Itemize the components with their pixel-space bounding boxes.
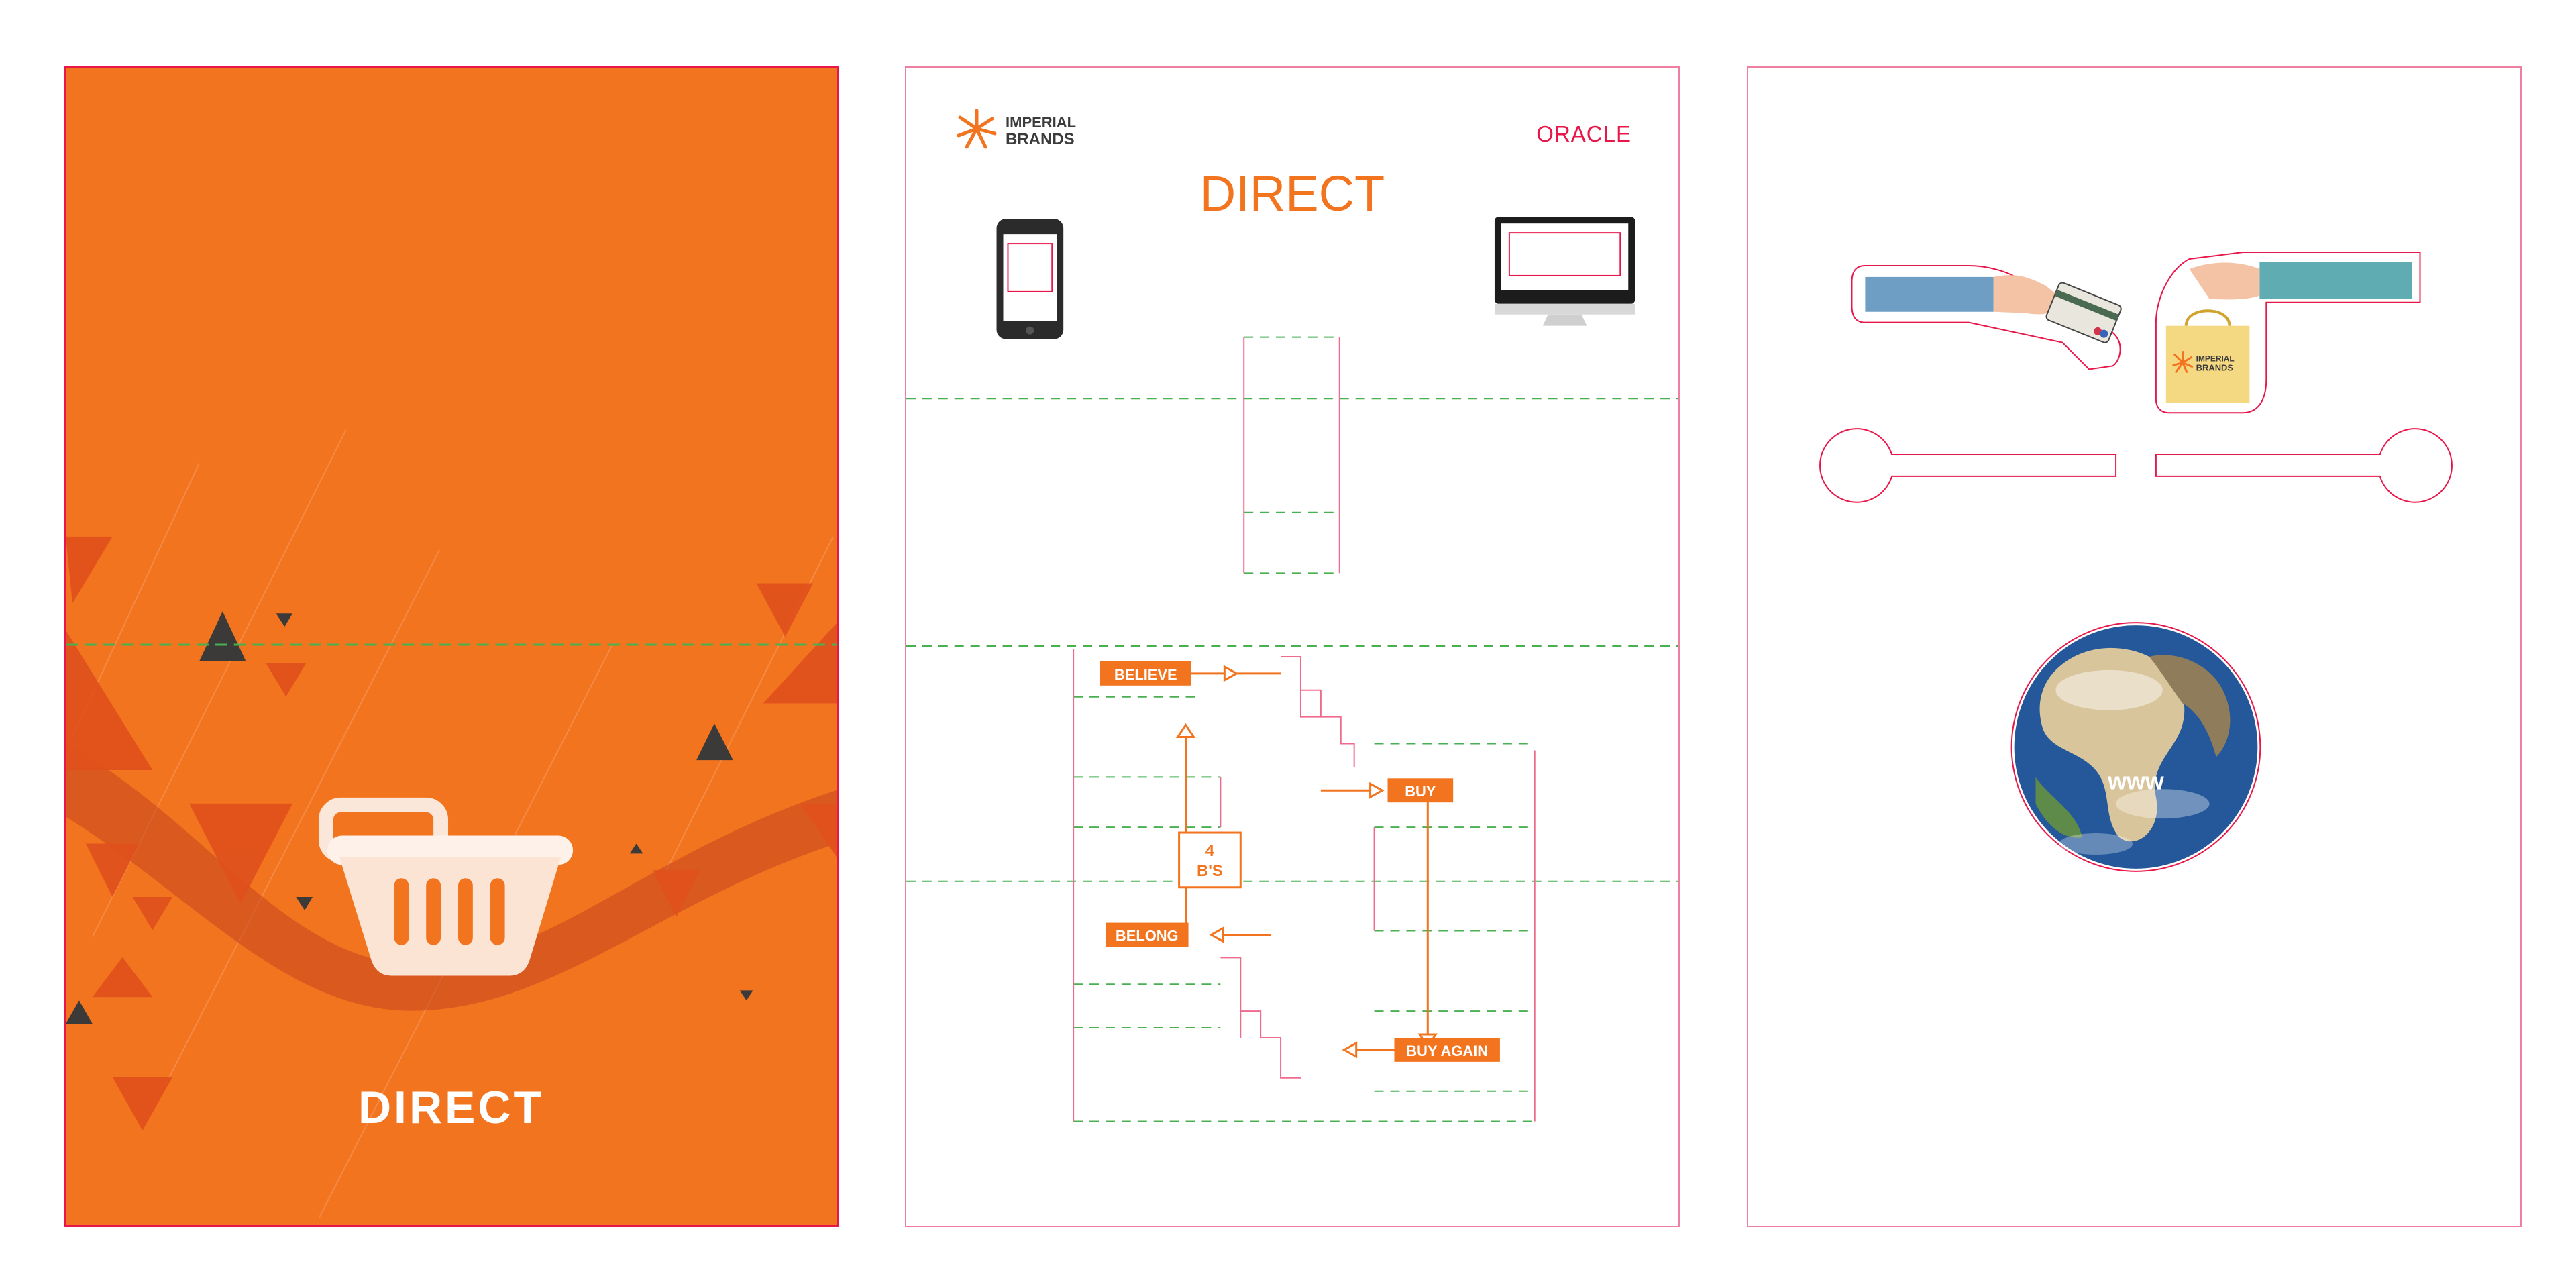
center-badge (1178, 831, 1242, 889)
globe-label: www (2107, 767, 2164, 794)
step-belong (1105, 922, 1189, 947)
hand-card-icon (1851, 264, 2122, 370)
bag-brand-line2: BRANDS (2196, 362, 2234, 372)
cover-title: DIRECT (358, 1082, 545, 1133)
oracle-logo: ORACLE (1536, 121, 1631, 146)
cover-panel: DIRECT (64, 66, 839, 1227)
shopping-basket-icon (319, 797, 574, 976)
bag-brand-line1: IMPERIAL (2196, 354, 2235, 363)
brand-line1: IMPERIAL (1006, 114, 1076, 131)
desktop-monitor-icon (1494, 217, 1635, 326)
diagram-title: DIRECT (1199, 166, 1385, 221)
center-line2: B'S (1197, 862, 1223, 880)
brand-line2: BRANDS (1006, 130, 1075, 148)
diagram-panel: IMPERIAL BRANDS ORACLE DIRECT (905, 66, 1680, 1227)
step-buy-again-label: BUY AGAIN (1406, 1042, 1488, 1059)
items-panel: IMPERIAL BRANDS www (1747, 66, 2522, 1227)
step-buy (1387, 778, 1454, 803)
diagram-artwork: 4 B'S BELIEVE BUY BUY AGAIN BELONG (906, 217, 1678, 1122)
center-line1: 4 (1205, 842, 1215, 860)
hand-bag-icon: IMPERIAL BRANDS (2155, 252, 2421, 414)
smartphone-icon (996, 219, 1064, 339)
imperial-brands-logo: IMPERIAL BRANDS (957, 109, 1076, 149)
step-believe (1099, 661, 1191, 686)
step-belong-label: BELONG (1116, 927, 1179, 944)
stand-tabs (1819, 428, 2453, 503)
step-buy-again (1394, 1037, 1500, 1062)
globe-icon: www (2010, 622, 2261, 872)
step-buy-label: BUY (1405, 783, 1436, 800)
cover-artwork (66, 429, 837, 1218)
items-artwork: IMPERIAL BRANDS www (1819, 252, 2453, 872)
step-believe-label: BELIEVE (1114, 666, 1177, 683)
four-bs-cycle: 4 B'S BELIEVE BUY BUY AGAIN BELONG (1099, 661, 1500, 1062)
